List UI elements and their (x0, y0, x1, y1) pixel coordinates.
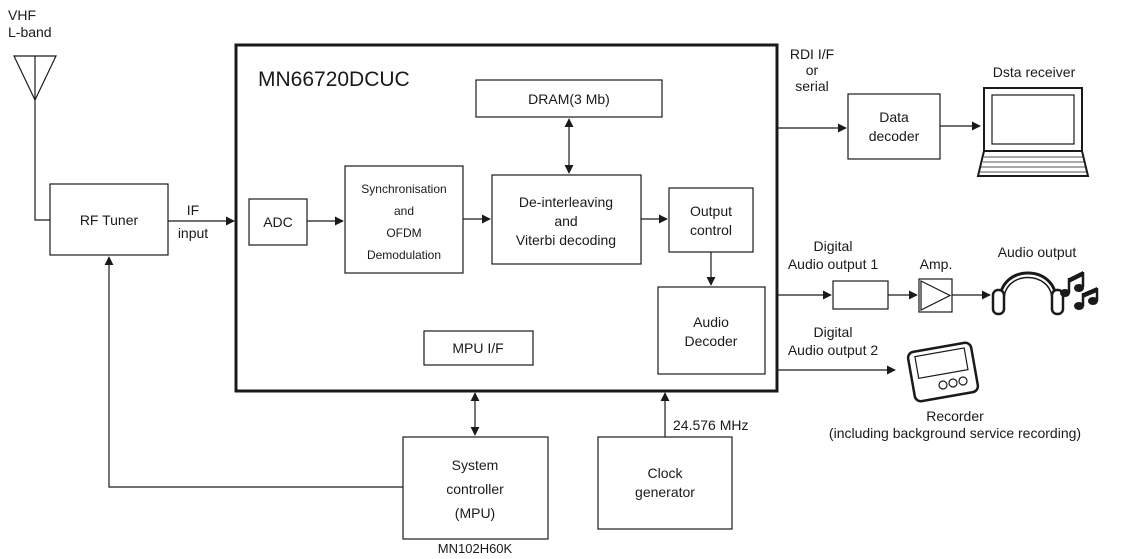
system-controller-block (402, 436, 549, 540)
sync-label-line4: Demodulation (367, 248, 441, 262)
adc-block (248, 198, 308, 246)
deinterleaving-block (491, 174, 642, 265)
dac-block (832, 280, 889, 310)
mpu-if-block (423, 330, 534, 366)
system-controller-label-line2: controller (446, 481, 504, 497)
clock-generator-label-line2: generator (635, 484, 695, 500)
antenna-icon (13, 55, 57, 102)
rdi-label-line1: RDI I/F (790, 46, 834, 62)
rf-tuner-block (49, 183, 169, 256)
rf-tuner-label: RF Tuner (80, 212, 139, 228)
antenna-label-line2: L-band (8, 24, 52, 40)
digital-audio-2-label-line2: Audio output 2 (788, 342, 879, 358)
laptop-icon (976, 87, 1090, 177)
dram-block (475, 79, 663, 118)
digital-audio-1-label-line2: Audio output 1 (788, 256, 879, 272)
headphones-icon (991, 271, 1065, 316)
adc-label: ADC (263, 214, 293, 230)
system-controller-label-line3: (MPU) (455, 505, 495, 521)
data-receiver-label: Dsta receiver (993, 64, 1076, 80)
if-input-label-line2: input (178, 225, 208, 241)
audio-decoder-label-line1: Audio (693, 314, 729, 330)
digital-audio-2-label-line1: Digital (814, 324, 853, 340)
dram-label: DRAM(3 Mb) (528, 91, 610, 107)
data-decoder-label-line1: Data (879, 109, 909, 125)
data-decoder-block (847, 93, 941, 160)
deint-label-line3: Viterbi decoding (516, 232, 616, 248)
output-control-block (668, 187, 754, 253)
data-decoder-label-line2: decoder (869, 128, 920, 144)
output-control-label-line2: control (690, 222, 732, 238)
chip-name: MN66720DCUC (258, 68, 410, 91)
controller-to-tuner-arrow (104, 256, 403, 488)
rdi-label-line2: or (806, 62, 819, 78)
recorder-icon (906, 341, 980, 403)
sync-label-line2: and (394, 204, 414, 218)
sync-ofdm-block (344, 165, 464, 274)
recorder-label-line1: Recorder (926, 408, 984, 424)
audio-decoder-label-line2: Decoder (685, 333, 738, 349)
clock-generator-block (597, 436, 733, 530)
antenna-feed-line (34, 100, 50, 221)
if-input-label-line1: IF (187, 202, 199, 218)
sync-label-line3: OFDM (386, 226, 421, 240)
clock-frequency-label: 24.576 MHz (673, 417, 748, 433)
sync-label-line1: Synchronisation (361, 182, 446, 196)
antenna-label-line1: VHF (8, 7, 36, 23)
clock-generator-label-line1: Clock (647, 465, 683, 481)
output-control-label-line1: Output (690, 203, 732, 219)
recorder-label-line2: (including background service recording) (829, 425, 1081, 441)
deint-label-line1: De-interleaving (519, 194, 613, 210)
digital-audio-1-label-line1: Digital (814, 238, 853, 254)
audio-output-label: Audio output (998, 244, 1077, 260)
deint-label-line2: and (554, 213, 577, 229)
mpu-if-label: MPU I/F (452, 340, 503, 356)
music-notes-icon (1060, 271, 1099, 310)
system-controller-label-line1: System (452, 457, 499, 473)
amp-label: Amp. (920, 256, 953, 272)
amplifier-icon (918, 278, 953, 313)
system-controller-part-label: MN102H60K (438, 541, 513, 556)
rdi-label-line3: serial (795, 78, 828, 94)
audio-decoder-block (657, 286, 766, 375)
